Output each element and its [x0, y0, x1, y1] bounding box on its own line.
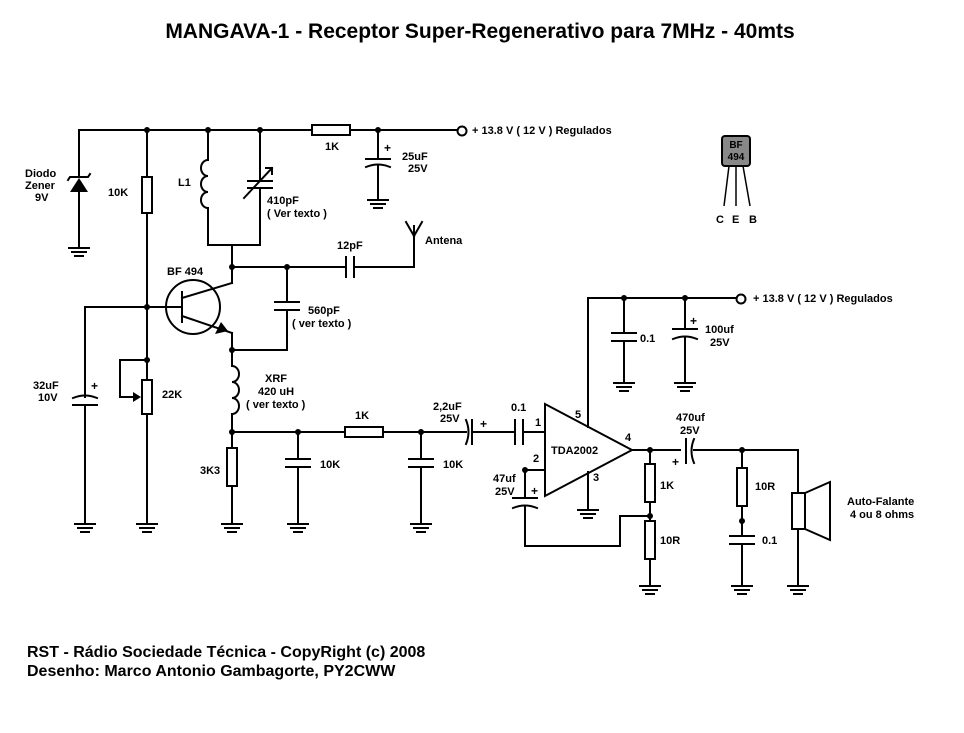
supply-label-amp: + 13.8 V ( 12 V ) Regulados	[753, 293, 893, 305]
transistor-label: BF 494	[167, 266, 204, 278]
resistor-1k-top	[311, 124, 351, 136]
package-pin-e: E	[732, 214, 739, 226]
capacitor-47uf: +	[511, 469, 651, 547]
svg-text:+: +	[384, 141, 391, 155]
capacitor-47uf-value: 47uf	[493, 473, 516, 485]
choke-xrf-value: 420 uH	[258, 386, 294, 398]
package-label-line-1: BF	[729, 140, 742, 151]
antenna-label: Antena	[425, 235, 463, 247]
capacitor-32uf-voltage: 10V	[38, 392, 58, 404]
amp-supply-rail	[587, 293, 747, 305]
capacitor-01-input-label: 0.1	[511, 402, 526, 414]
supply-terminal-amp	[735, 293, 747, 305]
capacitor-10k-a	[285, 431, 311, 533]
speaker-icon	[787, 449, 831, 595]
svg-text:+: +	[690, 314, 697, 328]
capacitor-25uf-value: 25uF	[402, 151, 428, 163]
resistor-1k-feedback-label: 1K	[660, 480, 674, 492]
zener-label-name: Diodo	[25, 168, 56, 180]
capacitor-25uf: +	[364, 129, 392, 209]
resistor-1k-feedback	[644, 463, 656, 503]
capacitor-560pf-note: ( ver texto )	[292, 318, 352, 330]
credit-line-2: Desenho: Marco Antonio Gambagorte, PY2CW…	[27, 663, 396, 680]
zener-label-type: Zener	[25, 180, 56, 192]
ic-label: TDA2002	[551, 445, 598, 457]
resistor-10k-bias-label: 10K	[108, 187, 128, 199]
ic-tda2002	[524, 297, 635, 519]
capacitor-470uf-value: 470uf	[676, 412, 705, 424]
zener-diode	[66, 129, 92, 257]
ic-pin-3: 3	[593, 472, 599, 484]
resistor-10r-output	[736, 467, 748, 507]
resistor-10k-bias	[141, 176, 153, 214]
package-pin-b: B	[749, 214, 757, 226]
credit-line-1: RST - Rádio Sociedade Técnica - CopyRigh…	[27, 644, 425, 661]
ic-pin-5: 5	[575, 409, 581, 421]
choke-xrf	[230, 364, 240, 449]
capacitor-2-2uf: +	[464, 417, 516, 446]
svg-text:+: +	[480, 417, 487, 431]
transistor-package-icon	[721, 135, 751, 207]
supply-terminal-top	[456, 125, 468, 137]
capacitor-10k-b-label: 10K	[443, 459, 463, 471]
capacitor-12pf-label: 12pF	[337, 240, 363, 252]
capacitor-100uf-value: 100uf	[705, 324, 734, 336]
capacitor-32uf: +	[71, 306, 148, 533]
resistor-10r-output-label: 10R	[755, 481, 775, 493]
package-label-line-2: 494	[728, 152, 745, 163]
svg-text:+: +	[672, 455, 679, 469]
zener-label-voltage: 9V	[35, 192, 49, 204]
capacitor-01-supply-label: 0.1	[640, 333, 655, 345]
inductor-l1-label: L1	[178, 177, 191, 189]
top-supply-rail	[78, 125, 468, 137]
ic-pin-2: 2	[533, 453, 539, 465]
capacitor-470uf: +	[672, 437, 799, 469]
capacitor-01-supply	[611, 297, 637, 392]
capacitor-10k-a-label: 10K	[320, 459, 340, 471]
transistor-bf494	[146, 279, 234, 367]
capacitor-47uf-voltage: 25V	[495, 486, 515, 498]
resistor-1k-mid-label: 1K	[355, 410, 369, 422]
capacitor-01-output-label: 0.1	[762, 535, 777, 547]
variable-capacitor-value: 410pF	[267, 195, 299, 207]
svg-text:+: +	[531, 484, 538, 498]
speaker-label-name: Auto-Falante	[847, 496, 914, 508]
inductor-l1	[200, 129, 210, 246]
choke-xrf-name: XRF	[265, 373, 287, 385]
capacitor-470uf-voltage: 25V	[680, 425, 700, 437]
svg-text:+: +	[91, 379, 98, 393]
capacitor-25uf-voltage: 25V	[408, 163, 428, 175]
capacitor-2-2uf-value: 2,2uF	[433, 401, 462, 413]
resistor-3k3-label: 3K3	[200, 465, 220, 477]
resistor-10r-feedback	[644, 520, 656, 560]
resistor-10r-feedback-label: 10R	[660, 535, 680, 547]
speaker-label-impedance: 4 ou 8 ohms	[850, 509, 914, 521]
potentiometer-22k-label: 22K	[162, 389, 182, 401]
capacitor-560pf-value: 560pF	[308, 305, 340, 317]
variable-capacitor-410pf	[242, 129, 274, 246]
capacitor-32uf-value: 32uF	[33, 380, 59, 392]
potentiometer-22k	[119, 359, 158, 533]
capacitor-100uf-voltage: 25V	[710, 337, 730, 349]
antenna-icon	[404, 220, 424, 238]
package-pin-c: C	[716, 214, 724, 226]
resistor-1k-mid	[344, 426, 384, 438]
ic-pin-1: 1	[535, 417, 541, 429]
ic-pin-4: 4	[625, 432, 632, 444]
resistor-3k3	[226, 447, 238, 487]
page-title: MANGAVA-1 - Receptor Super-Regenerativo …	[165, 20, 794, 43]
capacitor-10k-b	[408, 431, 434, 533]
supply-label-top: + 13.8 V ( 12 V ) Regulados	[472, 125, 612, 137]
resistor-1k-top-label: 1K	[325, 141, 339, 153]
capacitor-100uf: +	[671, 297, 699, 392]
variable-capacitor-note: ( Ver texto )	[267, 208, 327, 220]
choke-xrf-note: ( ver texto )	[246, 399, 306, 411]
capacitor-2-2uf-voltage: 25V	[440, 413, 460, 425]
